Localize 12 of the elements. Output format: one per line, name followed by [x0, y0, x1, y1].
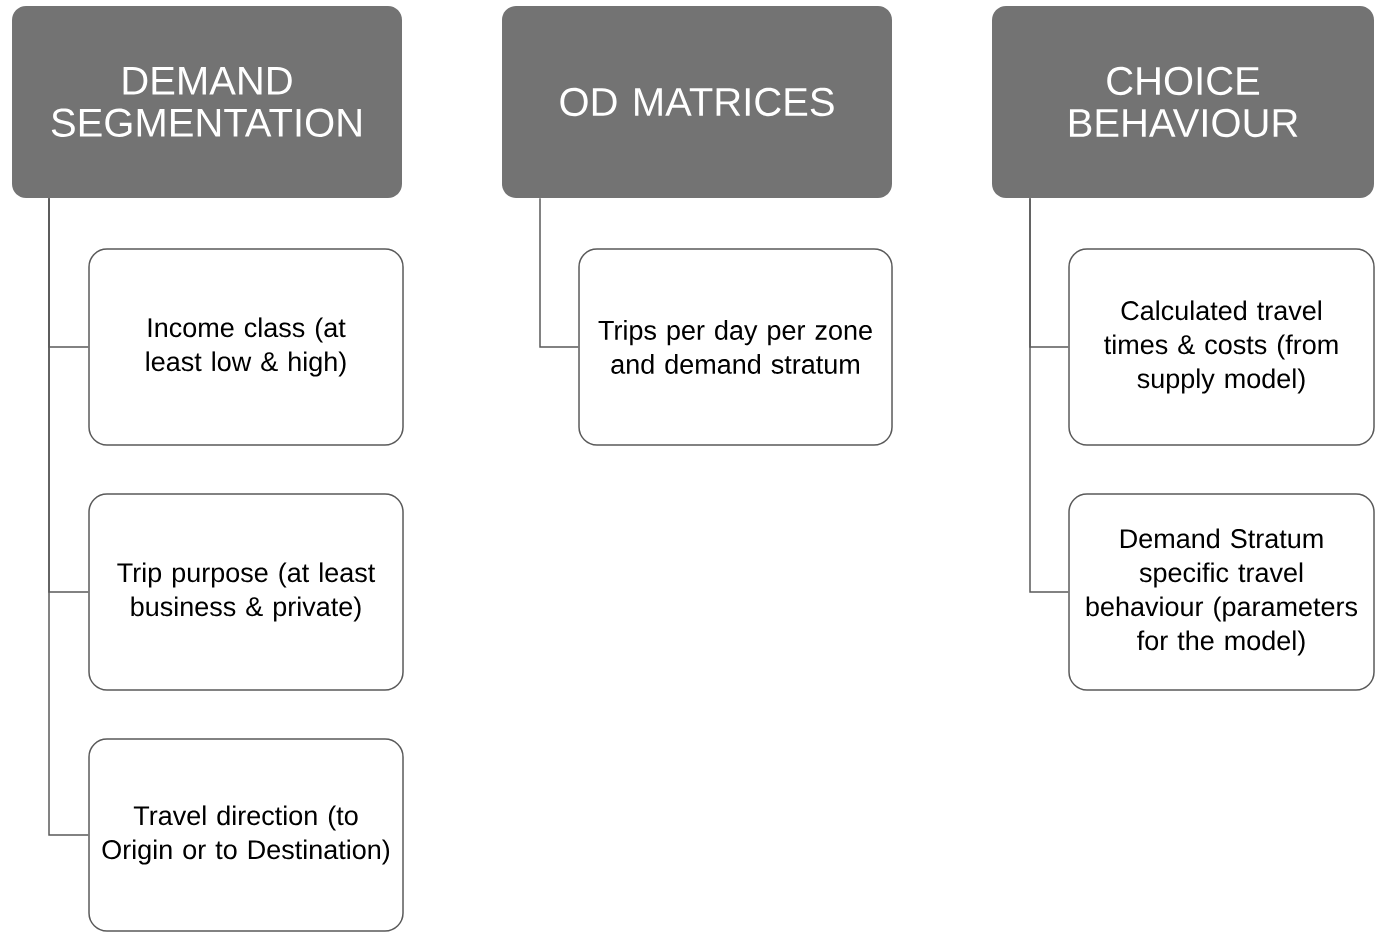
item-box: Trips per day per zone and demand stratum: [578, 248, 893, 446]
header-box: CHOICE BEHAVIOUR: [992, 6, 1374, 198]
item-box: Trip purpose (at least business & private): [88, 493, 404, 691]
header-box: OD MATRICES: [502, 6, 892, 198]
connector-line: [1029, 197, 1069, 593]
item-box: Calculated travel times & costs (from supply model): [1068, 248, 1375, 446]
item-box: Travel direction (to Origin or to Destination): [88, 738, 404, 932]
header-box: DEMAND SEGMENTATION: [12, 6, 402, 198]
item-box: Demand Stratum specific travel behaviour (parameters for the model): [1068, 493, 1375, 691]
connector-line: [539, 197, 579, 348]
connector-line: [48, 197, 89, 836]
item-box: Income class (at least low & high): [88, 248, 404, 446]
